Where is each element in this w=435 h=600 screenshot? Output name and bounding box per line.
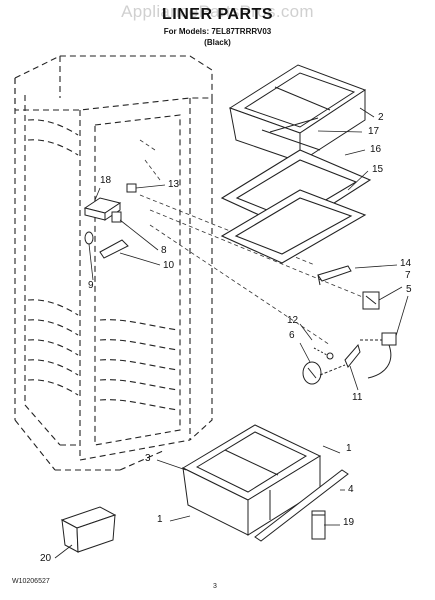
callout-2: 2: [378, 112, 384, 123]
part-10-light-shield: [99, 239, 129, 259]
callout-12: 12: [287, 315, 299, 326]
callout-14: 14: [400, 258, 412, 269]
callout-leaders: [54, 107, 409, 559]
freezer-liner-outline: [14, 55, 213, 471]
part-4-trim-strip: [254, 469, 349, 542]
callout-1-upper: 1: [346, 443, 352, 454]
callout-4: 4: [348, 484, 354, 495]
callout-15: 15: [372, 164, 384, 175]
watermark: AppliancePartsPros.com: [121, 2, 314, 21]
callout-19: 19: [343, 517, 355, 528]
part-18-light-housing: [83, 197, 122, 221]
callout-18: 18: [100, 175, 112, 186]
part-9-light-bulb: [84, 231, 94, 245]
part-13-screw: [126, 183, 137, 193]
part-5-thermostat: [360, 332, 397, 379]
callout-17: 17: [368, 126, 380, 137]
callout-16: 16: [370, 144, 382, 155]
diagram-title: LINER PARTS: [162, 6, 273, 23]
part-17-basket-trim: [269, 117, 319, 133]
part-2-upper-basket: [228, 64, 367, 163]
callout-1-lower: 1: [157, 514, 163, 525]
callout-13: 13: [168, 179, 180, 190]
callout-20: 20: [40, 553, 52, 564]
part-19-stop: [311, 510, 326, 540]
page-number: 3: [213, 583, 217, 590]
part-8-light-socket: [111, 211, 122, 223]
callout-5: 5: [406, 284, 412, 295]
part-3-lower-basket: [181, 424, 322, 536]
callout-8: 8: [161, 245, 167, 256]
models-line: For Models: 7EL87TRRRV03: [163, 27, 272, 36]
callout-6: 6: [289, 330, 295, 341]
document-number: W10206527: [12, 578, 50, 585]
callout-10: 10: [163, 260, 175, 271]
callout-7: 7: [405, 270, 411, 281]
color-line: (Black): [204, 38, 231, 47]
part-14-bracket: [317, 265, 352, 286]
part-7-clip: [362, 291, 380, 310]
part-11-mount-plate: [319, 343, 361, 376]
part-6-control-knob: [302, 361, 322, 385]
callout-11: 11: [352, 392, 363, 403]
part-20-door-bin: [60, 506, 117, 553]
part-15-frame: [220, 189, 367, 264]
callout-3: 3: [145, 453, 151, 464]
callout-9: 9: [88, 280, 94, 291]
part-12-screw: [313, 347, 334, 360]
